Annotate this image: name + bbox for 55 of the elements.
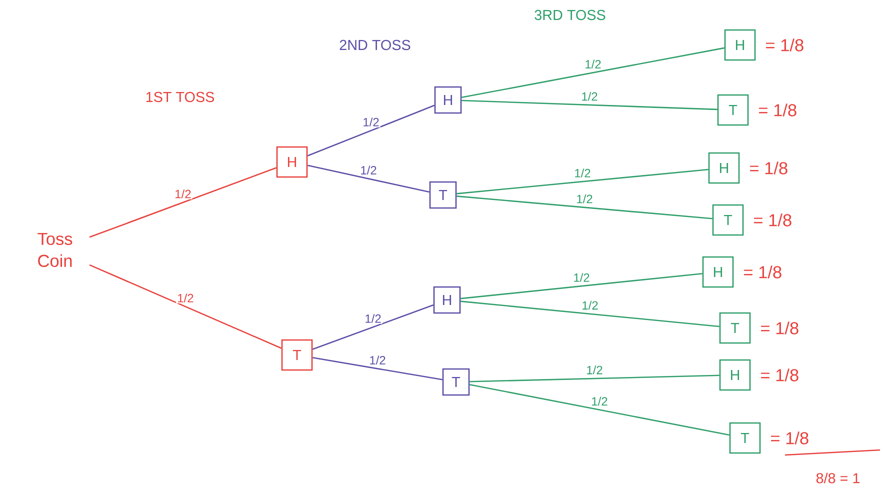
- edge-label: 1/2: [584, 58, 602, 70]
- outcome-box: T: [717, 94, 749, 126]
- branch-line: [470, 374, 720, 382]
- stage-heading: 1ST TOSS: [146, 92, 214, 102]
- outcome-box: H: [433, 286, 461, 314]
- outcome-box: T: [729, 422, 761, 454]
- outcome-box: H: [724, 29, 756, 61]
- edge-label: 1/2: [368, 354, 387, 366]
- branch-line: [470, 384, 730, 436]
- branch-line: [307, 104, 435, 156]
- probability-label: = 1/8: [744, 266, 782, 278]
- branch-line: [312, 304, 434, 350]
- branch-line: [462, 47, 724, 98]
- probability-label: = 1/8: [750, 162, 788, 174]
- probability-label: = 1/8: [761, 368, 798, 382]
- branch-line: [89, 167, 277, 238]
- start-label: Toss Coin: [38, 232, 72, 268]
- edge-label: 1/2: [585, 364, 604, 376]
- edge-label: 1/2: [580, 90, 599, 102]
- branch-line: [456, 196, 712, 220]
- probability-label: = 1/8: [754, 214, 792, 226]
- branch-line: [312, 357, 442, 380]
- probability-label: = 1/8: [766, 38, 804, 52]
- stage-heading: 3RD TOSS: [534, 10, 606, 20]
- outcome-box: H: [708, 152, 740, 184]
- outcome-box: T: [719, 312, 751, 344]
- branch-line: [456, 168, 708, 194]
- edge-label: 1/2: [573, 168, 592, 178]
- edge-label: 1/2: [590, 396, 609, 407]
- outcome-box: H: [276, 146, 308, 178]
- probability-label: = 1/8: [759, 104, 796, 116]
- outcome-box: H: [434, 86, 462, 114]
- probability-label: = 1/8: [761, 322, 798, 334]
- branch-line: [460, 272, 702, 300]
- branch-line: [308, 164, 430, 193]
- outcome-box: H: [719, 359, 751, 391]
- branch-line: [460, 300, 720, 328]
- probability-label: = 1/8: [771, 432, 808, 444]
- outcome-box: T: [712, 204, 744, 236]
- edge-label: 1/2: [364, 313, 382, 324]
- stage-heading: 2ND TOSS: [340, 40, 410, 50]
- edge-label: 1/2: [176, 292, 195, 304]
- edge-label: 1/2: [359, 164, 378, 176]
- edge-label: 1/2: [572, 272, 591, 283]
- edge-label: 1/2: [575, 193, 594, 204]
- outcome-box: T: [281, 339, 313, 371]
- edge-label: 1/2: [580, 300, 600, 311]
- edge-label: 1/2: [174, 188, 192, 200]
- branch-line: [89, 264, 282, 349]
- outcome-box: H: [702, 256, 734, 288]
- outcome-box: T: [429, 181, 457, 209]
- total-label: 8/8 = 1: [816, 472, 860, 484]
- outcome-box: T: [442, 368, 470, 396]
- edge-label: 1/2: [362, 116, 380, 128]
- branch-line: [462, 100, 718, 110]
